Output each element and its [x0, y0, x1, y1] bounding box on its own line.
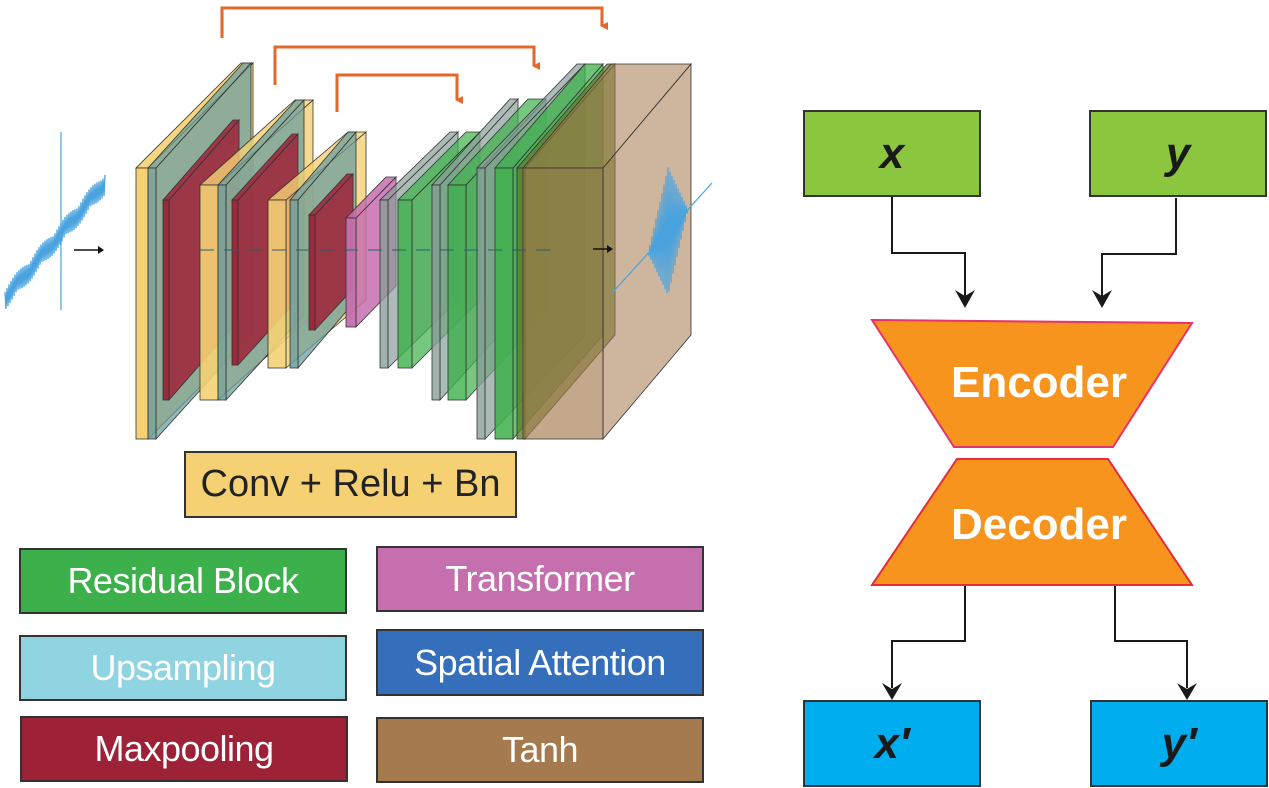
autoencoder-connectors: [891, 197, 1188, 688]
skip-arrow-inner: [335, 73, 463, 112]
legend-upsampling: Upsampling: [19, 635, 347, 701]
skip-connections: [220, 6, 608, 112]
skip-arrow-outer: [220, 6, 608, 38]
legend-tanh: Tanh: [376, 717, 704, 783]
maxpool-layer: [308, 172, 354, 332]
connector-arrowheads: [882, 290, 1197, 700]
legend-transformer: Transformer: [376, 546, 704, 612]
input-waveform-icon: [4, 132, 106, 310]
legend-spatial-attention: Spatial Attention: [376, 629, 704, 696]
decoder-label: Decoder: [950, 500, 1128, 549]
skip-arrow-middle: [273, 45, 540, 85]
input-arrow: [74, 246, 104, 254]
network-layers: [135, 61, 692, 441]
conv-relu-bn-label: Conv + Relu + Bn: [184, 451, 517, 518]
decoder-block: [870, 458, 1194, 586]
output-arrow: [593, 245, 613, 253]
encoder-block: [870, 318, 1194, 448]
output-y-prime-box: y′: [1090, 700, 1268, 787]
tanh-layer: [522, 62, 692, 441]
legend-residual-block: Residual Block: [19, 548, 347, 614]
input-y-box: y: [1089, 110, 1267, 197]
output-waveform-icon: [611, 167, 713, 294]
output-x-prime-box: x′: [803, 700, 981, 787]
legend-maxpooling: Maxpooling: [20, 716, 348, 782]
input-x-box: x: [803, 110, 981, 197]
encoder-label: Encoder: [950, 358, 1128, 407]
